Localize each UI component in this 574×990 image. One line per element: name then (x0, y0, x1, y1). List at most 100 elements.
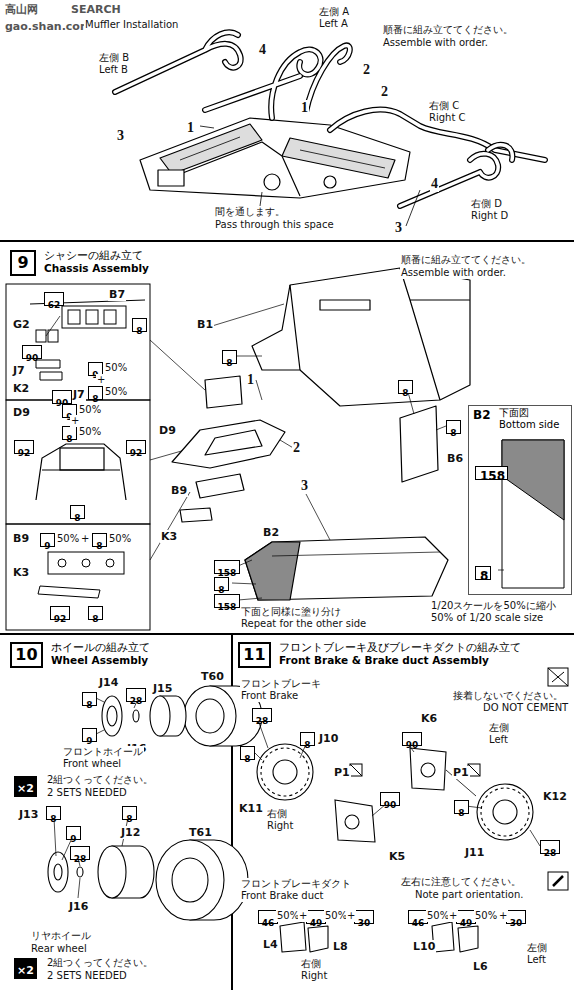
paint-color-box: 28 (540, 840, 560, 854)
paint-color-number: 46 (262, 917, 275, 929)
paint-color-number: 8 (66, 433, 72, 445)
part-name: J11 (464, 846, 485, 859)
engine-illustration (140, 118, 410, 198)
paint-color-number: 8 (74, 512, 80, 524)
paint-color-box: 8 (122, 806, 137, 820)
instruction-text: 順番に組み立ててください。 (400, 254, 532, 266)
paint-color-box: 49 (456, 910, 476, 924)
front-wheel (102, 696, 122, 736)
part-name: L6 (472, 960, 489, 973)
paint-color-number: 28 (130, 695, 143, 707)
front-brake (335, 800, 375, 842)
part-name: T60 (200, 670, 225, 683)
leader-line (238, 598, 262, 600)
part-name: J7 (72, 388, 86, 401)
brake-duct (308, 926, 328, 952)
part-name: L10 (412, 940, 436, 953)
do-not-cement-icon (468, 764, 480, 776)
part-name: B6 (446, 452, 464, 465)
paint-color-box: 90 (402, 732, 422, 746)
paint-color-number: 9 (44, 540, 50, 552)
step-heading: Wheel Assembly (51, 654, 148, 667)
paint-color-number: 8 (402, 387, 408, 399)
watermark: SEARCH (70, 3, 122, 16)
paint-color-box: 8 (88, 606, 103, 620)
part-name: J12 (120, 826, 141, 839)
b1-chassis (400, 406, 438, 482)
paint-color-number: 90 (384, 799, 397, 811)
b7-bracket (68, 310, 80, 324)
rear-wheel (77, 867, 83, 877)
instruction-text: Left B (98, 64, 129, 76)
instruction-text: Right (266, 820, 294, 832)
instruction-text: + (80, 533, 90, 545)
part-name: K12 (542, 790, 568, 803)
instruction-text: + (298, 910, 308, 922)
paint-color-number: 8 (304, 739, 310, 751)
brake-duct (280, 922, 478, 952)
paint-color-box: 92 (126, 440, 146, 454)
part-name: G2 (12, 318, 31, 331)
paint-color-number: 92 (130, 447, 143, 459)
do-not-cement-icon (350, 668, 568, 776)
section-divider (0, 240, 574, 242)
paint-color-number: 158 (480, 469, 505, 483)
paint-color-number: 46 (412, 917, 425, 929)
part-name: P1 (452, 766, 470, 779)
instruction-text: Right (300, 970, 328, 982)
part-name: J13 (18, 808, 39, 821)
paint-color-number: 49 (310, 917, 323, 929)
paint-color-box: 30 (354, 910, 374, 924)
b9-plate (38, 552, 124, 598)
instruction-text: 2組つくってください。 (46, 774, 154, 786)
instruction-text: フロントホイール (62, 746, 144, 758)
paint-color-number: 90 (26, 352, 39, 364)
brake-duct (458, 926, 478, 952)
b1-chassis (272, 552, 440, 556)
front-brake (421, 763, 435, 777)
paint-color-number: 9 (70, 833, 76, 845)
quantity-box: ×2 (14, 776, 37, 797)
instruction-text: 左側 A (318, 6, 350, 18)
sub-panel-frame (6, 284, 150, 400)
instruction-text: 左側 (526, 942, 548, 954)
front-brake (345, 815, 359, 829)
instruction-text: 50% (474, 910, 498, 922)
b9-plate (82, 559, 90, 567)
b2-bottom-view (498, 472, 504, 570)
instruction-text: Left A (318, 18, 349, 30)
paint-color-box: 8 (240, 746, 255, 760)
d9-frame (60, 448, 104, 470)
do-not-cement-icon (350, 764, 362, 776)
paint-color-number: 158 (218, 601, 237, 613)
part-name: B2 (473, 408, 491, 422)
paint-color-box: 9 (66, 826, 81, 840)
instruction-text: 左側 (488, 722, 510, 734)
leader-line (256, 380, 262, 400)
instruction-text: Right D (470, 210, 509, 222)
paint-color-box: 90 (380, 792, 400, 806)
paint-color-box: 8 (300, 732, 315, 746)
front-wheel (96, 686, 262, 746)
part-name: K5 (388, 850, 406, 863)
part-name: B2 (262, 526, 280, 539)
exhaust-pipe (205, 45, 350, 118)
rear-wheel (156, 840, 224, 920)
assembly-order-number: 4 (430, 176, 439, 192)
paint-color-number: 8 (126, 813, 132, 825)
part-name: J15 (152, 682, 173, 695)
front-brake (261, 748, 309, 796)
leader-line (212, 304, 284, 326)
instruction-text: Note part orientation. (414, 889, 524, 901)
b7-bracket (104, 310, 116, 324)
paint-color-number: 62 (48, 299, 61, 311)
assembly-order-number: 2 (362, 62, 371, 78)
leader-line (306, 494, 330, 540)
instruction-text: 1/20スケールを50%に縮小 (430, 600, 557, 612)
paint-color-number: 8 (450, 427, 456, 439)
engine-illustration (180, 137, 385, 168)
watermark: gao.shan.com (4, 20, 92, 33)
instruction-text: 順番に組み立ててください。 (382, 24, 514, 36)
assembly-order-number: 3 (116, 128, 125, 144)
paint-color-number: 49 (460, 917, 473, 929)
